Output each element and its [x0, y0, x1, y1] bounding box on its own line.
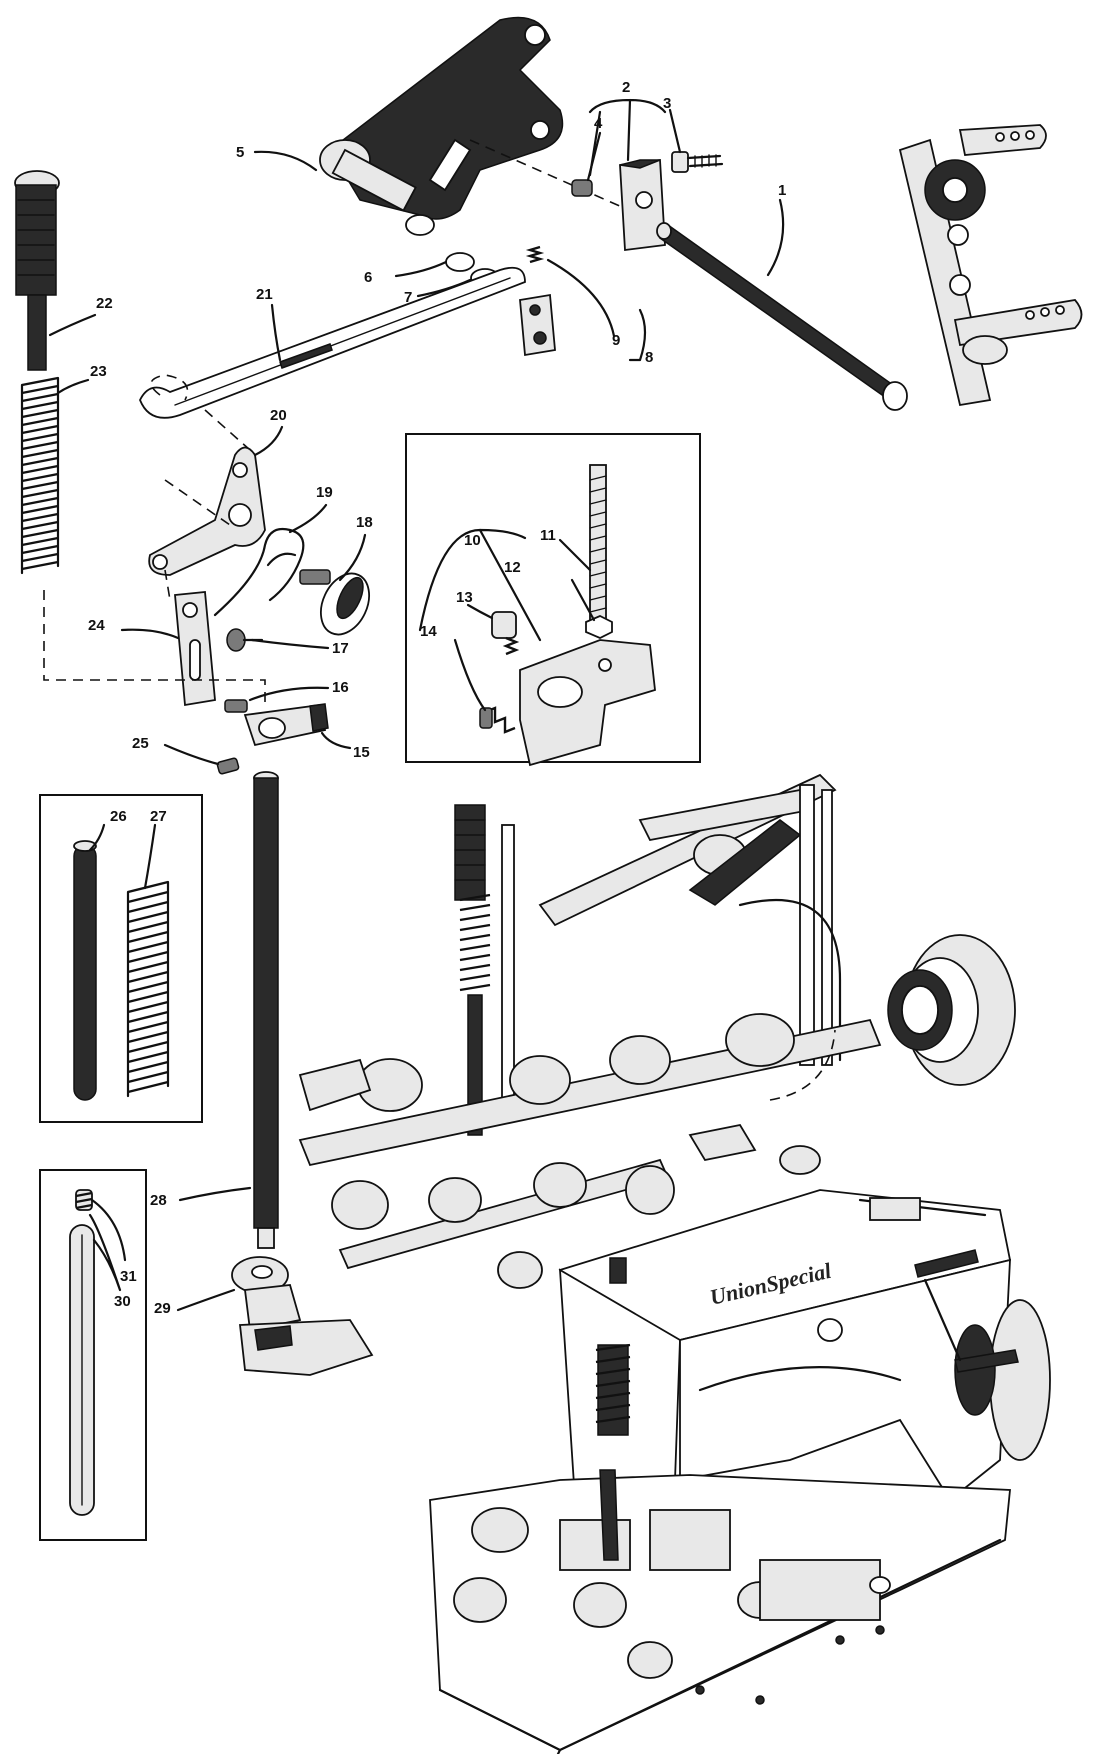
lift-lever-arm [148, 446, 266, 576]
callout-7: 7 [404, 289, 412, 306]
needle-bar-parts-inset [39, 794, 203, 1123]
callout-12: 12 [504, 559, 521, 576]
internal-mechanism [298, 773, 1016, 1289]
callout-13: 13 [456, 589, 473, 606]
assembly-guide-line [43, 590, 266, 705]
callout-24: 24 [88, 617, 105, 634]
lifting-shaft [656, 222, 908, 411]
washer [445, 252, 475, 272]
callout-16: 16 [332, 679, 349, 696]
set-screw [571, 179, 593, 197]
callout-25: 25 [132, 735, 149, 752]
presser-bar-spring [20, 376, 60, 575]
callout-11: 11 [540, 527, 556, 544]
lifting-lever-plate [319, 16, 564, 236]
connecting-rod [139, 266, 526, 419]
callout-2: 2 [622, 79, 630, 96]
callout-28: 28 [150, 1192, 167, 1209]
clamp-screw-small [224, 699, 248, 713]
presser-bar-guide-inset [405, 433, 701, 767]
callout-8: 8 [645, 349, 653, 366]
callout-10: 10 [464, 532, 481, 549]
callout-labels: 1 2 3 4 5 6 7 8 9 10 11 12 13 14 15 16 1… [88, 79, 786, 1317]
collar-block [619, 158, 666, 252]
assembly-guide-line [150, 374, 189, 401]
tension-bracket [898, 124, 1083, 407]
callout-9: 9 [612, 332, 620, 349]
callout-3: 3 [663, 95, 671, 112]
callout-26: 26 [110, 808, 127, 825]
set-screw-small [216, 757, 240, 775]
callout-4: 4 [594, 115, 603, 132]
clamp-screw [671, 151, 724, 173]
rod-and-stud-inset [39, 1169, 147, 1541]
assembly-guide-line [204, 409, 251, 451]
sewing-machine-assembled: UnionSpecial [429, 1189, 1051, 1754]
presser-foot [231, 1256, 374, 1376]
callout-5: 5 [236, 144, 244, 161]
assembly-guide-line [164, 479, 231, 526]
leader-lines [48, 98, 785, 1312]
wire-guide [213, 527, 305, 617]
presser-bar-guide [243, 703, 329, 747]
callout-19: 19 [316, 484, 333, 501]
callout-23: 23 [90, 363, 107, 380]
thread-guide-knob [299, 569, 370, 636]
callout-21: 21 [256, 286, 273, 303]
assembly-guide-line [469, 139, 641, 216]
callout-17: 17 [332, 640, 349, 657]
stud-block [519, 293, 556, 357]
callout-14: 14 [420, 623, 437, 640]
callout-22: 22 [96, 295, 113, 312]
callout-27: 27 [150, 808, 167, 825]
small-spring [525, 245, 545, 264]
callout-29: 29 [154, 1300, 171, 1317]
assembly-guide-line [164, 569, 171, 601]
presser-bar [253, 771, 279, 1249]
presser-bar-thumb-screw [14, 170, 60, 371]
callout-15: 15 [353, 744, 370, 761]
callout-20: 20 [270, 407, 287, 424]
callout-30: 30 [114, 1293, 131, 1310]
guide-bracket [174, 591, 216, 707]
callout-18: 18 [356, 514, 373, 531]
callout-31: 31 [120, 1268, 137, 1285]
callout-6: 6 [364, 269, 372, 286]
callout-1: 1 [778, 182, 786, 199]
